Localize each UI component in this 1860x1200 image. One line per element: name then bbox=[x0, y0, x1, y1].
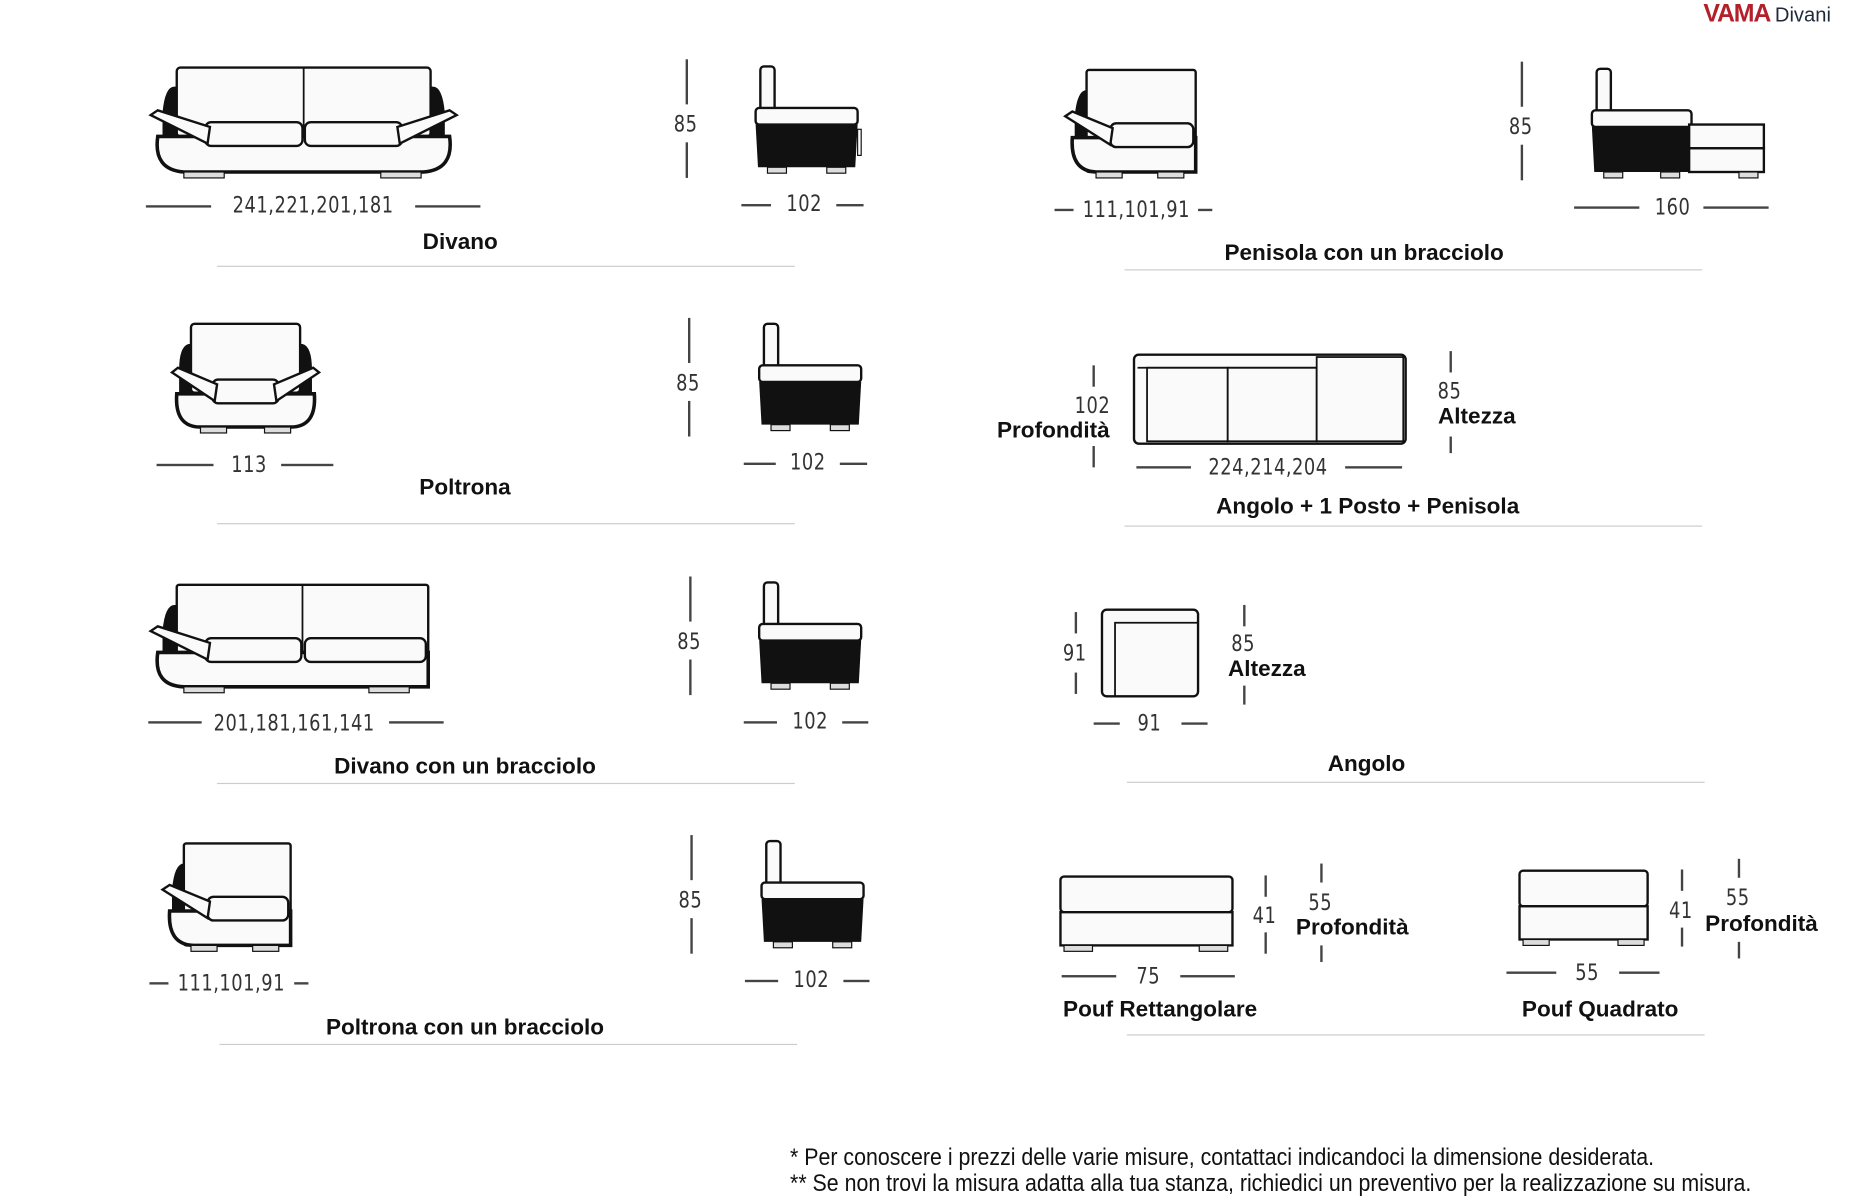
sofa-one-arm-front-drawing bbox=[148, 583, 430, 694]
pouf-square-drawing bbox=[1518, 869, 1649, 946]
depth-label: Profondità bbox=[997, 418, 1110, 444]
footnote-prices: * Per conoscere i prezzi delle varie mis… bbox=[790, 1144, 1655, 1171]
width-dimension: 241,221,201,181 bbox=[232, 192, 394, 219]
depth-dimension: 102 bbox=[793, 966, 830, 993]
depth-dimension: 55 bbox=[1308, 889, 1333, 916]
item-label-pouf-quadrato: Pouf Quadrato bbox=[1521, 997, 1679, 1023]
height-dimension: 85 bbox=[1231, 631, 1256, 658]
corner-top-drawing bbox=[1100, 608, 1200, 698]
width-dimension: 111,101,91 bbox=[177, 970, 285, 997]
depth-dimension: 102 bbox=[792, 708, 828, 735]
width-dimension: 224,214,204 bbox=[1208, 454, 1328, 481]
item-label-divano: Divano bbox=[422, 230, 498, 256]
item-label-angolo-posto-penisola: Angolo + 1 Posto + Penisola bbox=[1216, 494, 1520, 520]
item-label-pouf-rettangolare: Pouf Rettangolare bbox=[1063, 997, 1258, 1023]
height-dimension: 85 bbox=[673, 111, 698, 138]
height-dimension: 85 bbox=[678, 887, 703, 914]
depth-dimension: 102 bbox=[786, 190, 823, 218]
chaise-side-drawing bbox=[1590, 67, 1766, 179]
height-dimension: 41 bbox=[1668, 897, 1693, 925]
width-dimension: 201,181,161,141 bbox=[213, 710, 375, 737]
height-dimension: 41 bbox=[1252, 902, 1277, 929]
height-dimension: 85 bbox=[1508, 113, 1533, 140]
width-dimension: 75 bbox=[1136, 963, 1161, 990]
sofa-front-drawing bbox=[148, 66, 460, 179]
footnote-custom-size: ** Se non trovi la misura adatta alla tu… bbox=[790, 1170, 1752, 1197]
height-dimension: 85 bbox=[1437, 378, 1462, 405]
height-label: Altezza bbox=[1437, 404, 1516, 430]
depth-dimension: 102 bbox=[789, 449, 826, 476]
brand-name: VAMA bbox=[1703, 0, 1771, 28]
height-dimension: 85 bbox=[677, 628, 702, 655]
height-dimension: 85 bbox=[676, 370, 700, 397]
width-dimension: 91 bbox=[1137, 710, 1162, 737]
sofa-one-arm-side-drawing bbox=[757, 581, 863, 690]
item-label-angolo: Angolo bbox=[1327, 752, 1406, 777]
depth-dimension: 102 bbox=[1074, 392, 1111, 419]
item-label-penisola: Penisola con un bracciolo bbox=[1224, 240, 1504, 266]
sofa-side-drawing bbox=[754, 65, 862, 174]
armchair-one-arm-side-drawing bbox=[760, 839, 865, 949]
armchair-front-drawing bbox=[169, 322, 322, 434]
pouf-rectangular-drawing bbox=[1059, 875, 1234, 952]
depth-dimension: 160 bbox=[1654, 194, 1691, 221]
depth-dimension: 55 bbox=[1725, 884, 1750, 912]
chaise-front-drawing bbox=[1063, 68, 1198, 179]
depth-label: Profondità bbox=[1295, 915, 1409, 941]
depth-label: Profondità bbox=[1705, 912, 1818, 938]
brand-suffix: Divani bbox=[1774, 3, 1831, 27]
width-dimension: 111,101,91 bbox=[1082, 196, 1191, 224]
depth-dimension: 91 bbox=[1062, 640, 1087, 667]
armchair-side-drawing bbox=[757, 322, 863, 432]
height-label: Altezza bbox=[1228, 657, 1306, 683]
item-label-poltrona-con-un-bracciolo: Poltrona con un bracciolo bbox=[325, 1015, 604, 1041]
item-label-divano-con-un-bracciolo: Divano con un bracciolo bbox=[334, 754, 596, 780]
width-dimension: 113 bbox=[231, 451, 267, 479]
width-dimension: 55 bbox=[1575, 959, 1600, 986]
item-label-poltrona: Poltrona bbox=[419, 475, 511, 501]
armchair-one-arm-front-drawing bbox=[160, 842, 293, 952]
corner-set-top-drawing bbox=[1132, 353, 1407, 445]
